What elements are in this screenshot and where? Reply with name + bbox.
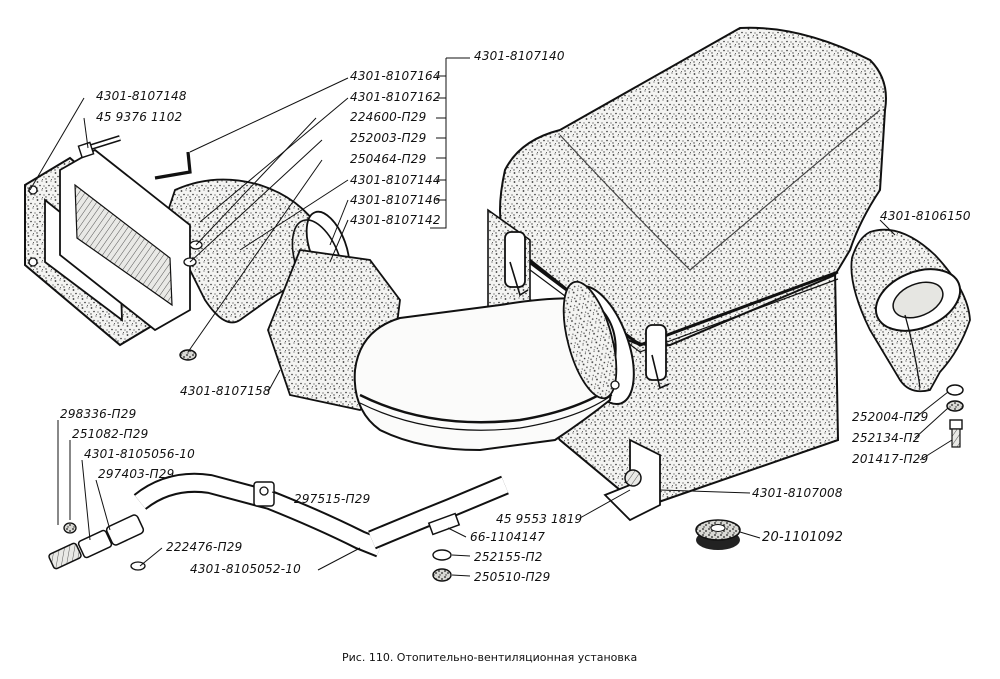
- label-222476-P29: 222476-П29: [166, 540, 243, 554]
- mounting-bracket: [603, 438, 661, 522]
- label-297403-P29: 297403-П29: [98, 467, 175, 481]
- gasket-frame: [59, 148, 191, 332]
- label-66-1104147: 66-1104147: [470, 530, 546, 544]
- label-4301-8107164: 4301-8107164: [350, 69, 441, 83]
- bent-rod: [154, 151, 192, 180]
- label-4301-8106150: 4301-8106150: [880, 209, 971, 223]
- label-45-9553-1819: 45 9553 1819: [496, 512, 583, 526]
- leader-lines: [29, 57, 953, 577]
- label-4301-8107146: 4301-8107146: [350, 193, 441, 207]
- label-252155-P2: 252155-П2: [474, 550, 543, 564]
- air-nozzle: [850, 228, 971, 393]
- label-4301-8107162: 4301-8107162: [350, 90, 441, 104]
- heater-hose: [133, 472, 509, 558]
- label-251082-P29: 251082-П29: [72, 427, 149, 441]
- bolt-459376: [77, 135, 121, 159]
- rubber-grommet: [695, 519, 741, 550]
- duct-elbow: [353, 297, 617, 452]
- label-4301-8107148: 4301-8107148: [96, 89, 187, 103]
- label-250464-P29: 250464-П29: [350, 152, 427, 166]
- label-252003-P29: 252003-П29: [350, 131, 427, 145]
- lid-latch-left: [504, 231, 529, 297]
- label-252004-P29: 252004-П29: [852, 410, 929, 424]
- label-298336-P29: 298336-П29: [60, 407, 137, 421]
- label-4301-8107158: 4301-8107158: [180, 384, 271, 398]
- label-201417-P29: 201417-П29: [852, 452, 929, 466]
- label-250510-P29: 250510-П29: [474, 570, 551, 584]
- label-297515-P29: 297515-П29: [294, 492, 371, 506]
- label-4301-8105056-10: 4301-8105056-10: [84, 447, 195, 461]
- label-4301-8107140: 4301-8107140: [474, 49, 565, 63]
- fitting-assembly: [48, 514, 146, 571]
- label-4301-8105052-10: 4301-8105052-10: [190, 562, 301, 576]
- label-45-9376-1102: 45 9376 1102: [96, 110, 183, 124]
- label-224600-P29: 224600-П29: [350, 110, 427, 124]
- label-20-1101092: 20-1101092: [762, 530, 844, 545]
- lid-latch-right: [645, 324, 670, 390]
- heater-box: [487, 26, 887, 522]
- heater-box-seam: [499, 238, 839, 347]
- label-4301-8107142: 4301-8107142: [350, 213, 441, 227]
- figure-caption: Рис. 110. Отопительно-вентиляционная уст…: [342, 651, 638, 664]
- right-fasteners: [946, 384, 964, 448]
- label-4301-8107144: 4301-8107144: [350, 173, 441, 187]
- label-4301-8107008: 4301-8107008: [752, 486, 843, 500]
- label-252134-P2: 252134-П2: [852, 431, 921, 445]
